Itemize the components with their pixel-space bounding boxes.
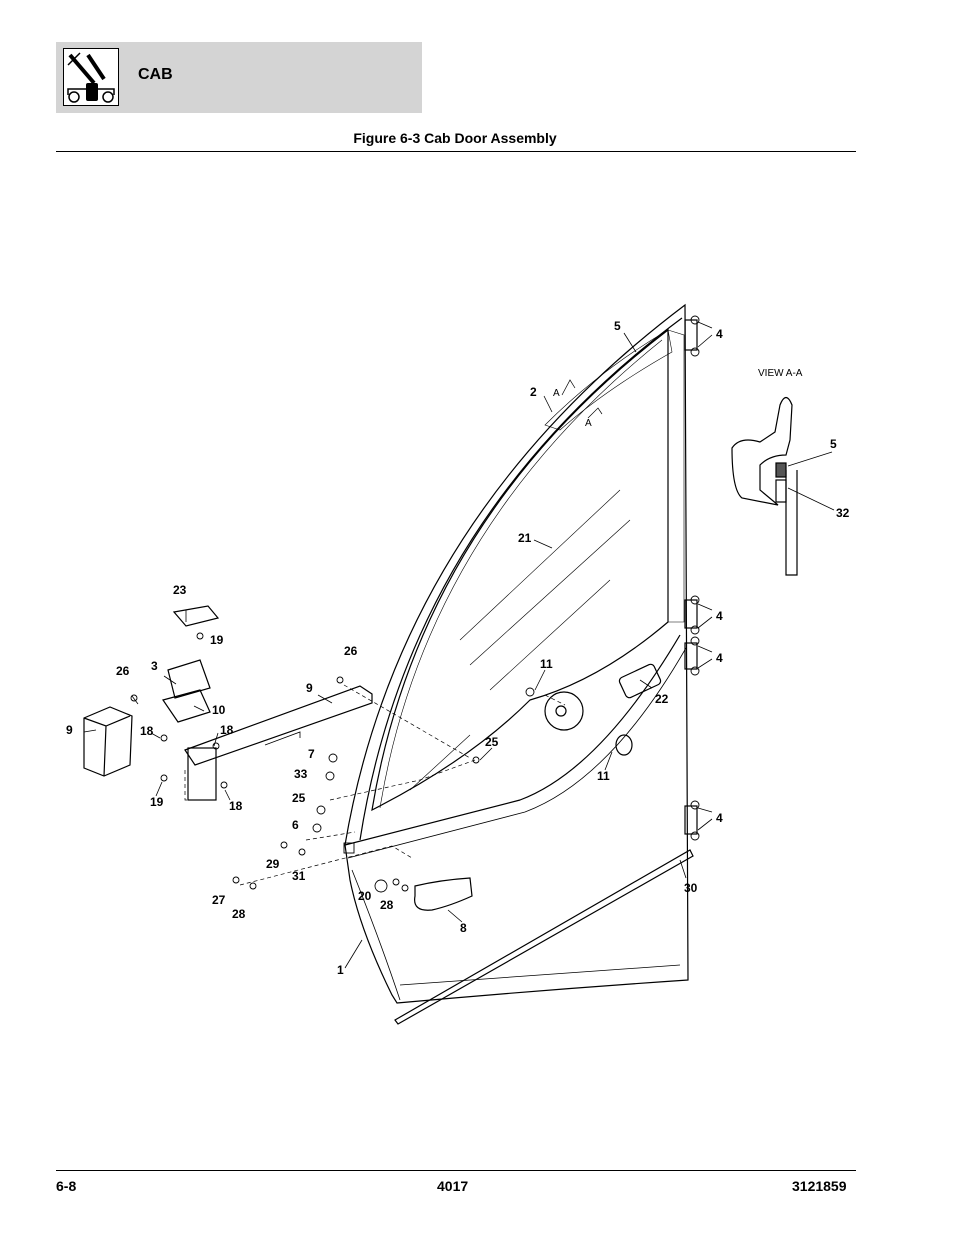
callout-4: 4 <box>716 327 723 341</box>
callout-11: 11 <box>597 769 610 783</box>
footer-rule <box>56 1170 856 1171</box>
figure-title: Figure 6-3 Cab Door Assembly <box>0 130 910 146</box>
section-mark-a2: A <box>585 418 592 429</box>
callout-19: 19 <box>150 795 164 809</box>
callout-19: 19 <box>210 633 224 647</box>
callout-28: 28 <box>232 907 246 921</box>
callout-26: 26 <box>116 664 130 678</box>
callout-25: 25 <box>485 735 499 749</box>
latch-plate <box>162 689 211 723</box>
view-labels: VIEW A-A A A <box>553 368 803 429</box>
latch-body <box>167 659 211 699</box>
latch-cover <box>83 706 133 777</box>
seal-strip <box>394 849 694 1025</box>
header-rule <box>56 151 856 152</box>
callout-3: 3 <box>151 659 158 673</box>
callout-18: 18 <box>229 799 243 813</box>
callout-9: 9 <box>306 681 313 695</box>
door-frame-outline <box>344 303 689 1004</box>
section-title: CAB <box>138 66 173 83</box>
handle-recess <box>618 663 662 699</box>
figure-title-text: Figure 6-3 Cab Door Assembly <box>353 130 557 146</box>
callout-7: 7 <box>308 747 315 761</box>
callout-5-view: 5 <box>830 437 837 451</box>
callout-10: 10 <box>212 703 226 717</box>
callout-9: 9 <box>66 723 73 737</box>
callout-6: 6 <box>292 818 299 832</box>
callout-11: 11 <box>540 657 553 671</box>
callout-1: 1 <box>337 963 344 977</box>
callout-31: 31 <box>292 869 306 883</box>
callout-8: 8 <box>460 921 467 935</box>
callout-32: 32 <box>836 506 850 520</box>
section-mark-a1: A <box>553 388 560 399</box>
striker-bracket <box>187 747 217 801</box>
callout-4: 4 <box>716 609 723 623</box>
callout-28: 28 <box>380 898 394 912</box>
latch-disc <box>544 691 584 731</box>
callout-2: 2 <box>530 385 537 399</box>
strut-bar <box>184 685 373 766</box>
callout-4: 4 <box>716 811 723 825</box>
callout-numbers: 5 4 2 5 32 21 23 4 19 26 4 3 11 26 9 22 … <box>66 319 850 977</box>
view-aa-glass <box>785 470 798 576</box>
callout-27: 27 <box>212 893 226 907</box>
lower-frame-bar <box>344 634 681 846</box>
callout-22: 22 <box>655 692 669 706</box>
telehandler-cab-icon <box>63 48 119 106</box>
view-aa-profile <box>731 396 793 506</box>
hinge-top <box>684 319 698 351</box>
callout-21: 21 <box>518 531 532 545</box>
glass-panel <box>371 328 669 812</box>
view-aa-label: VIEW A-A <box>758 368 803 379</box>
footer-page-number: 6-8 <box>56 1178 77 1194</box>
hinge-mid-lower <box>684 642 698 670</box>
callout-30: 30 <box>684 881 698 895</box>
callout-25: 25 <box>292 791 306 805</box>
callout-29: 29 <box>266 857 280 871</box>
callout-5: 5 <box>614 319 621 333</box>
inside-handle <box>414 877 473 911</box>
footer-model: 4017 <box>437 1178 469 1194</box>
callout-20: 20 <box>358 889 372 903</box>
knob <box>615 734 633 756</box>
callout-33: 33 <box>294 767 308 781</box>
callout-18: 18 <box>140 724 154 738</box>
callout-4: 4 <box>716 651 723 665</box>
footer-doc-number: 3121859 <box>792 1178 847 1194</box>
callout-23: 23 <box>173 583 187 597</box>
callout-18: 18 <box>220 723 234 737</box>
striker-cover <box>172 605 220 627</box>
door-frame-inner-edge <box>359 317 683 841</box>
callout-26: 26 <box>344 644 358 658</box>
